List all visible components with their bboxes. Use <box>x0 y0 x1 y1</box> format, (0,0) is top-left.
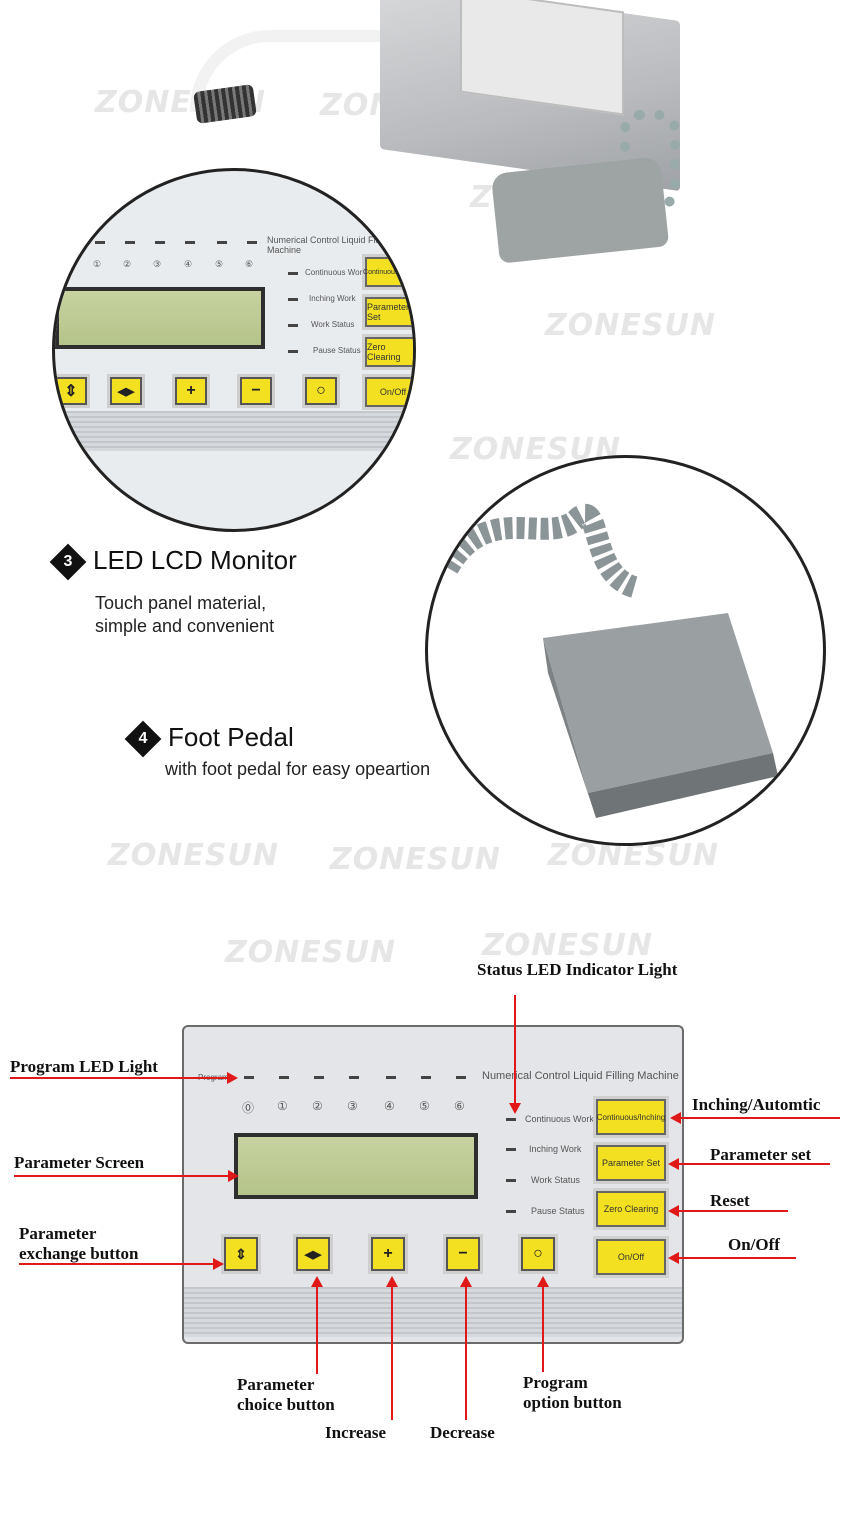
status-label: Work Status <box>311 320 355 329</box>
increase-button[interactable]: + <box>371 1237 405 1271</box>
arrow-reset <box>678 1210 788 1212</box>
number-4-icon: 4 <box>124 720 162 758</box>
zoom-increase-button: + <box>175 377 207 405</box>
decrease-button[interactable]: − <box>446 1237 480 1271</box>
arrow-head <box>668 1205 679 1217</box>
label-parameter-screen: Parameter Screen <box>14 1153 145 1172</box>
zoom-exchange-button: ⇕ <box>55 377 87 405</box>
label-parameter-exchange: Parameter exchange button <box>19 1224 139 1263</box>
arrow-increase <box>391 1284 393 1420</box>
zoom-parameter-set-button: Parameter Set <box>365 297 413 327</box>
arrow-onoff <box>678 1257 796 1259</box>
label-status-led: Status LED Indicator Light <box>477 960 678 979</box>
label-parameter-set: Parameter set <box>710 1145 812 1164</box>
zoom-lcd-screen <box>55 287 265 349</box>
status-label: Continuous Work <box>525 1114 594 1124</box>
label-parameter-choice: Parameter choice button <box>237 1375 335 1414</box>
parameter-exchange-button[interactable]: ⇕ <box>224 1237 258 1271</box>
program-number: ⑤ <box>419 1099 430 1113</box>
program-option-button[interactable]: ○ <box>521 1237 555 1271</box>
arrow-head <box>537 1276 549 1287</box>
label-increase: Increase <box>325 1423 387 1442</box>
control-panel-diagram: Program Numerical Control Liquid Filling… <box>182 1025 684 1344</box>
arrow-head <box>228 1170 239 1182</box>
arrow-parameter-exchange <box>19 1263 215 1265</box>
program-number: ⑤ <box>215 259 224 269</box>
parameter-choice-button[interactable]: ◀▶ <box>296 1237 330 1271</box>
arrow-parameter-screen <box>14 1175 230 1177</box>
zoom-panel-title: Numerical Control Liquid Filling Machine <box>267 235 392 255</box>
continuous-inching-button[interactable]: Continuous/Inching <box>596 1099 666 1135</box>
feature-lcd-title: LED LCD Monitor <box>93 545 297 575</box>
program-number: ① <box>277 1099 288 1113</box>
program-number: ② <box>123 259 132 269</box>
arrow-head <box>670 1112 681 1124</box>
program-number: ② <box>312 1099 323 1113</box>
number-3-icon: 3 <box>49 543 87 581</box>
program-number: ③ <box>347 1099 358 1113</box>
feature-lcd-desc: Touch panel material, simple and conveni… <box>95 593 275 636</box>
label-decrease: Decrease <box>430 1423 495 1442</box>
program-number: ④ <box>384 1099 395 1113</box>
arrow-status-led <box>514 995 516 1105</box>
watermark: ZONESUN <box>108 838 279 873</box>
program-number: ③ <box>153 259 162 269</box>
zoom-continuous-inching-button: Continuous/Inching <box>363 257 413 287</box>
arrow-inching <box>680 1117 840 1119</box>
arrow-head <box>509 1103 521 1114</box>
arrow-head <box>227 1072 238 1084</box>
program-number: ⑥ <box>454 1099 465 1113</box>
watermark: ZONESUN <box>545 308 716 343</box>
program-number: ⓪ <box>242 1101 255 1115</box>
zero-clearing-button[interactable]: Zero Clearing <box>596 1191 666 1227</box>
status-label: Inching Work <box>309 294 356 303</box>
label-onoff: On/Off <box>728 1235 780 1254</box>
zoom-onoff-button: On/Off <box>365 377 413 407</box>
label-program-option: Program option button <box>523 1373 622 1412</box>
zoom-zero-clearing-button: Zero Clearing <box>365 337 413 367</box>
arrow-parameter-set <box>678 1163 830 1165</box>
arrow-decrease <box>465 1284 467 1420</box>
program-number: ④ <box>184 259 193 269</box>
foot-pedal-photo <box>490 156 670 264</box>
program-number: ① <box>93 259 102 269</box>
watermark: ZONESUN <box>225 935 396 970</box>
arrow-parameter-choice <box>316 1284 318 1374</box>
arrow-head <box>213 1258 224 1270</box>
status-label: Pause Status <box>531 1206 585 1216</box>
feature-pedal-title: Foot Pedal <box>168 722 294 752</box>
zoom-program-button: ○ <box>305 377 337 405</box>
control-panel-zoom: Numerical Control Liquid Filling Machine… <box>52 168 416 532</box>
arrow-head <box>386 1276 398 1287</box>
zoom-decrease-button: − <box>240 377 272 405</box>
foot-pedal-illustration <box>438 504 778 818</box>
program-number: ⑥ <box>245 259 254 269</box>
arrow-head <box>668 1252 679 1264</box>
feature-pedal-desc: with foot pedal for easy opeartion <box>165 759 431 779</box>
foot-pedal-zoom <box>425 455 826 846</box>
panel-title: Numerical Control Liquid Filling Machine <box>482 1070 679 1082</box>
label-reset: Reset <box>710 1191 750 1210</box>
zoom-choice-button: ◀▶ <box>110 377 142 405</box>
status-label: Continuous Work <box>305 268 367 277</box>
onoff-button[interactable]: On/Off <box>596 1239 666 1275</box>
watermark: ZONESUN <box>482 928 653 963</box>
arrow-head <box>460 1276 472 1287</box>
arrow-program-option <box>542 1284 544 1372</box>
status-label: Work Status <box>531 1175 580 1185</box>
arrow-head <box>311 1276 323 1287</box>
label-program-led: Program LED Light <box>10 1057 158 1076</box>
watermark: ZONESUN <box>330 842 501 877</box>
arrow-program-led <box>10 1077 228 1079</box>
arrow-head <box>668 1158 679 1170</box>
status-label: Inching Work <box>529 1144 582 1154</box>
parameter-screen <box>234 1133 478 1199</box>
label-inching: Inching/Automtic <box>692 1095 821 1114</box>
status-label: Pause Status <box>313 346 361 355</box>
parameter-set-button[interactable]: Parameter Set <box>596 1145 666 1181</box>
